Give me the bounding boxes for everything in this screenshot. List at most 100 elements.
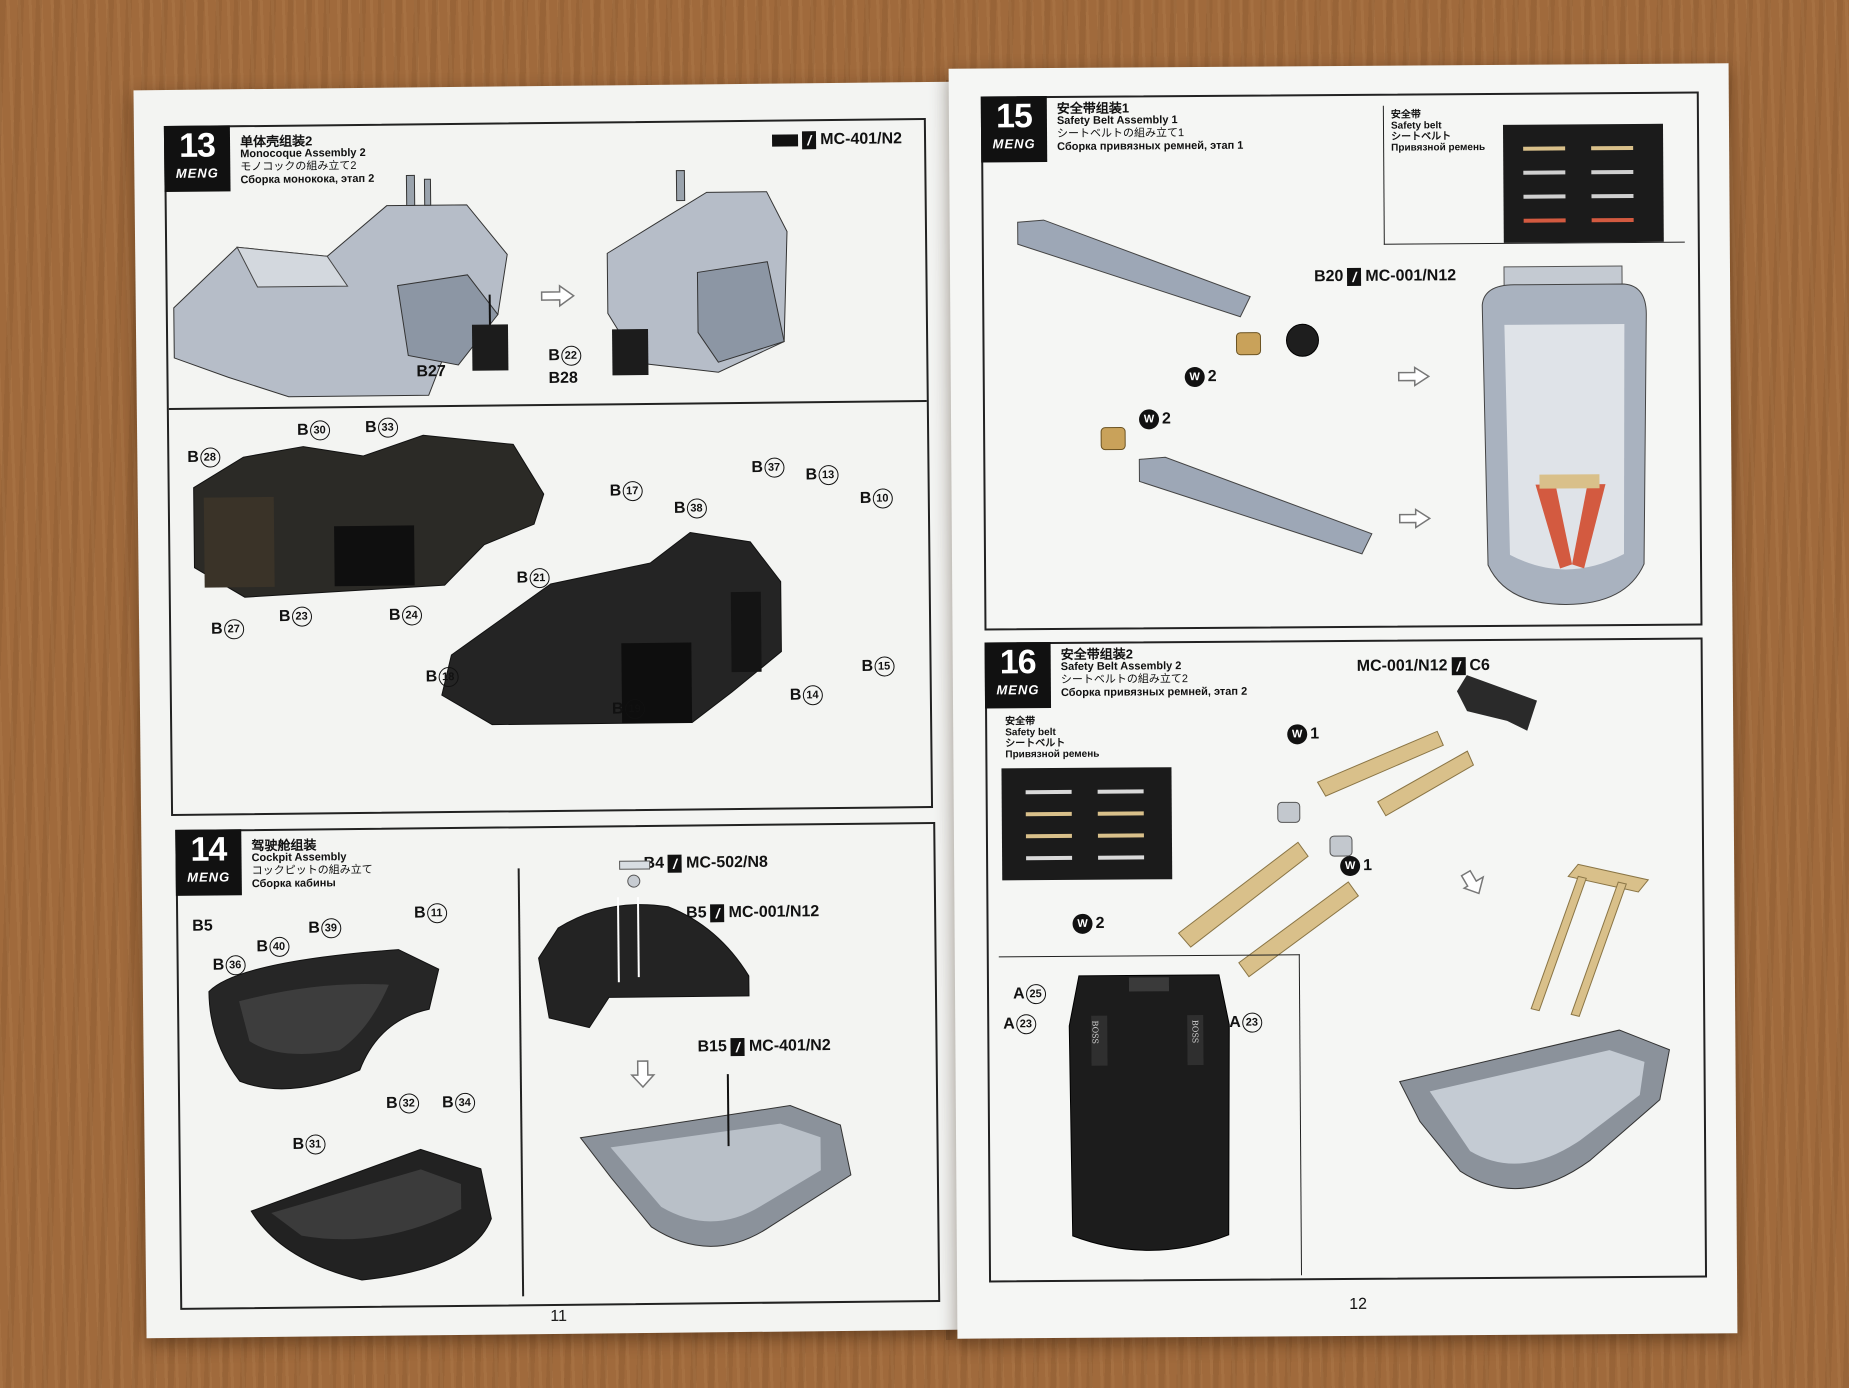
paint-code: MC-502/N8 (685, 853, 768, 872)
page-number: 11 (550, 1307, 568, 1326)
step-14-titles: 驾驶舱组装 Cockpit Assembly コックピットの組み立て Сборк… (251, 837, 373, 891)
belt-legend: 安全带 Safety belt シートベルト Привязной ремень (1005, 716, 1100, 761)
pe-belt-piece (1025, 811, 1072, 817)
racing-seat-illustration (1068, 974, 1230, 1251)
legend-en: Safety belt (1005, 727, 1056, 739)
down-arrow-icon (630, 1060, 656, 1089)
part-label: B15 (697, 1038, 727, 1056)
paint-slash-icon: / (667, 854, 683, 873)
seat-tub-illustration (1398, 1029, 1671, 1190)
title-cn: 驾驶舱组装 (251, 837, 317, 854)
pe-belt-piece (1523, 146, 1566, 151)
brand-logo: MENG (996, 682, 1040, 698)
part-number-circle: 11 (426, 903, 447, 924)
pe-belt-piece (1523, 218, 1566, 223)
legend-ru: Привязной ремень (1005, 748, 1100, 761)
seat-part-upper (208, 949, 440, 1090)
monocoque-light-illustration-2 (606, 170, 788, 373)
pe-belt-piece (1591, 169, 1634, 175)
seat-branding-text: BOSS (1090, 1020, 1100, 1044)
seat-with-belts-illustration (1481, 265, 1647, 605)
belt-strap-lower (1138, 456, 1373, 555)
part-block-b28 (612, 328, 649, 376)
pe-w-icon: W (1138, 409, 1160, 430)
step-number: 15 (995, 97, 1032, 136)
paint-callout-b20: B20 / MC-001/N12 (1314, 267, 1456, 286)
part-number-circle: 22 (560, 345, 581, 366)
step-15-titles: 安全带组装1 Safety Belt Assembly 1 シートベルトの組み立… (1056, 100, 1244, 154)
arrow-icon (540, 284, 575, 308)
part-number-circle: 10 (872, 488, 893, 509)
part-number-circle: 18 (438, 666, 459, 688)
step-14-divider (517, 868, 525, 1297)
step-14-badge: 14 MENG (175, 829, 242, 896)
title-en: Safety Belt Assembly 2 (1060, 660, 1182, 673)
paint-code: MC-401/N2 (748, 1037, 831, 1055)
part-number-circle: 23 (1015, 1014, 1036, 1035)
left-page: 13 MENG 单体壳组装2 Monocoque Assembly 2 モノコッ… (133, 81, 967, 1339)
title-en: Cockpit Assembly (251, 851, 347, 865)
part-label-b27: B27 (416, 363, 446, 381)
title-en: Safety Belt Assembly 1 (1056, 114, 1178, 127)
paint-code: MC-401/N2 (820, 130, 903, 149)
buckle-part (1235, 332, 1262, 356)
part-number-circle: 40 (268, 936, 290, 957)
part-number-circle: 33 (377, 417, 398, 438)
pe-belt-piece (1591, 193, 1634, 199)
arrow-icon (1397, 366, 1431, 387)
paint-callout-b15: B15 / MC-401/N2 (697, 1037, 831, 1057)
arrow-icon (1398, 508, 1432, 529)
step-number: 16 (999, 643, 1036, 682)
b4-part-icon (619, 860, 651, 888)
step-13-panel: 13 MENG 单体壳组装2 Monocoque Assembly 2 モノコッ… (163, 118, 934, 816)
belt-strap-upper (1017, 219, 1251, 318)
legend-cn: 安全带 (1390, 109, 1421, 121)
part-number-circle: 39 (320, 918, 341, 939)
knob-part-b20 (1285, 323, 1319, 357)
title-jp: シートベルトの組み立て1 (1056, 127, 1185, 140)
step-15-badge: 15 MENG (980, 96, 1048, 163)
pe-w-icon: W (1287, 724, 1308, 745)
part-number-circle: 14 (802, 685, 823, 706)
pe-fret-image (1502, 123, 1664, 243)
part-number-circle: 21 (529, 568, 550, 589)
part-number-circle: 31 (304, 1134, 326, 1155)
monocoque-dark-illustration-front (441, 531, 782, 726)
step-number: 13 (178, 126, 216, 165)
w-number: 2 (1161, 410, 1171, 428)
part-number-circle: 19 (624, 699, 645, 720)
title-ru: Сборка кабины (251, 877, 336, 891)
pe-belt-piece (1026, 855, 1073, 861)
down-arrow-icon (1460, 869, 1485, 895)
part-label-b28: B28 (548, 369, 578, 387)
harness-illustration (1530, 863, 1650, 1017)
paint-slash-icon: / (730, 1037, 745, 1057)
part-number-circle: 34 (454, 1092, 475, 1114)
shoulder-strap-illustration (1177, 675, 1538, 978)
part-number-circle: 32 (398, 1093, 419, 1114)
legend-jp: シートベルト (1005, 737, 1066, 750)
